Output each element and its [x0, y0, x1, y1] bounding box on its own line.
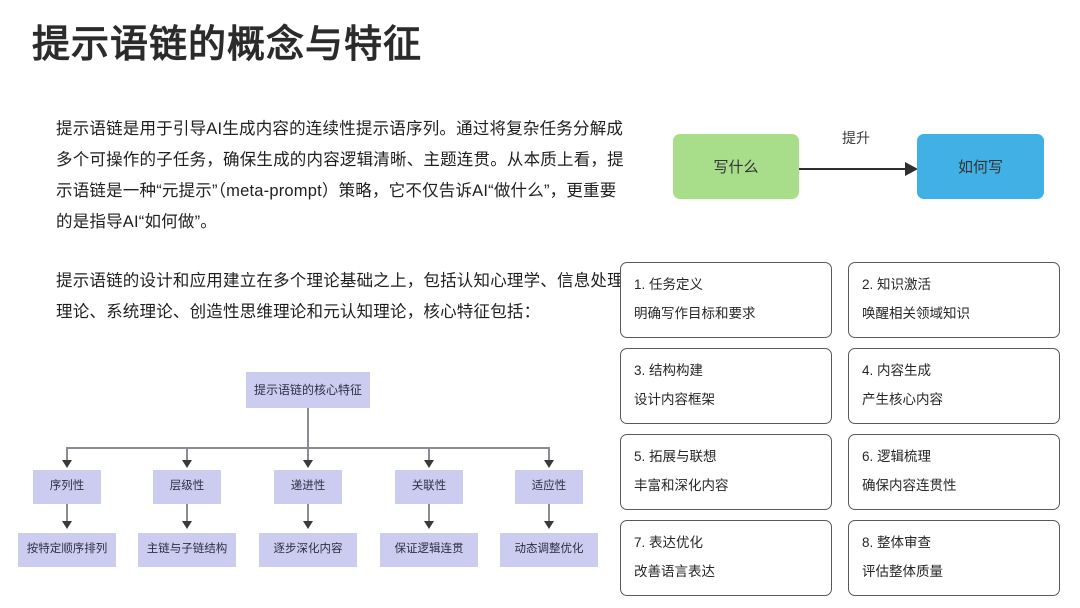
feature-card: 4. 内容生成 产生核心内容: [848, 348, 1060, 424]
flow-node-source: 写什么: [673, 134, 799, 199]
feature-card: 3. 结构构建 设计内容框架: [620, 348, 832, 424]
tree-detail-node: 按特定顺序排列: [18, 533, 116, 567]
card-description: 丰富和深化内容: [634, 478, 729, 493]
feature-card: 2. 知识激活 唤醒相关领域知识: [848, 262, 1060, 338]
tree-arrow-down-icon: [303, 460, 313, 468]
card-title: 5. 拓展与联想: [634, 449, 717, 464]
tree-connector-leaf: [66, 504, 68, 522]
tree-connector-leaf: [307, 504, 309, 522]
card-title: 6. 逻辑梳理: [862, 449, 932, 464]
tree-arrow-down-icon: [544, 521, 554, 529]
feature-card: 7. 表达优化 改善语言表达: [620, 520, 832, 596]
tree-arrow-down-icon: [424, 521, 434, 529]
tree-connector-drop: [307, 447, 309, 461]
tree-arrow-down-icon: [544, 460, 554, 468]
tree-arrow-down-icon: [303, 521, 313, 529]
tree-feature-node: 递进性: [274, 470, 342, 504]
flow-arrow-head-icon: [905, 162, 918, 176]
card-description: 确保内容连贯性: [862, 478, 957, 493]
card-description: 设计内容框架: [634, 392, 715, 407]
flow-diagram: 写什么 提升 如何写: [620, 112, 1070, 224]
tree-detail-node: 主链与子链结构: [138, 533, 236, 567]
card-title: 4. 内容生成: [862, 363, 932, 378]
core-features-tree: 提示语链的核心特征 序列性 按特定顺序排列 层级性 主链与子链结构 递进性 逐步…: [0, 362, 610, 602]
tree-connector-leaf: [428, 504, 430, 522]
tree-feature-node: 层级性: [153, 470, 221, 504]
flow-arrow-label: 提升: [842, 130, 870, 146]
tree-detail-node: 逐步深化内容: [259, 533, 357, 567]
body-paragraph-2: 提示语链的设计和应用建立在多个理论基础之上，包括认知心理学、信息处理理论、系统理…: [56, 272, 624, 321]
tree-detail-node: 动态调整优化: [500, 533, 598, 567]
tree-connector-drop: [186, 447, 188, 461]
feature-card: 8. 整体审查 评估整体质量: [848, 520, 1060, 596]
tree-arrow-down-icon: [182, 521, 192, 529]
card-description: 评估整体质量: [862, 564, 943, 579]
card-title: 8. 整体审查: [862, 535, 932, 550]
card-description: 唤醒相关领域知识: [862, 306, 970, 321]
tree-feature-node: 关联性: [395, 470, 463, 504]
tree-connector-drop: [66, 447, 68, 461]
tree-arrow-down-icon: [424, 460, 434, 468]
tree-arrow-down-icon: [62, 460, 72, 468]
flow-arrow-line: [799, 168, 907, 170]
feature-card: 6. 逻辑梳理 确保内容连贯性: [848, 434, 1060, 510]
tree-connector-leaf: [186, 504, 188, 522]
card-description: 改善语言表达: [634, 564, 715, 579]
tree-feature-node: 适应性: [515, 470, 583, 504]
tree-connector-drop: [548, 447, 550, 461]
tree-feature-node: 序列性: [33, 470, 101, 504]
feature-card: 1. 任务定义 明确写作目标和要求: [620, 262, 832, 338]
page-title: 提示语链的概念与特征: [32, 24, 423, 66]
tree-root-node: 提示语链的核心特征: [246, 372, 370, 408]
tree-connector-drop: [428, 447, 430, 461]
card-title: 7. 表达优化: [634, 535, 704, 550]
card-description: 明确写作目标和要求: [634, 306, 756, 321]
card-title: 1. 任务定义: [634, 277, 704, 292]
feature-card: 5. 拓展与联想 丰富和深化内容: [620, 434, 832, 510]
card-title: 3. 结构构建: [634, 363, 704, 378]
body-paragraph-1: 提示语链是用于引导AI生成内容的连续性提示语序列。通过将复杂任务分解成多个可操作…: [56, 120, 624, 231]
flow-node-target: 如何写: [917, 134, 1044, 199]
card-description: 产生核心内容: [862, 392, 943, 407]
tree-detail-node: 保证逻辑连贯: [380, 533, 478, 567]
card-title: 2. 知识激活: [862, 277, 932, 292]
tree-connector-root-stem: [307, 408, 309, 448]
feature-card-grid: 1. 任务定义 明确写作目标和要求 2. 知识激活 唤醒相关领域知识 3. 结构…: [620, 262, 1070, 602]
tree-arrow-down-icon: [182, 460, 192, 468]
tree-connector-leaf: [548, 504, 550, 522]
tree-arrow-down-icon: [62, 521, 72, 529]
